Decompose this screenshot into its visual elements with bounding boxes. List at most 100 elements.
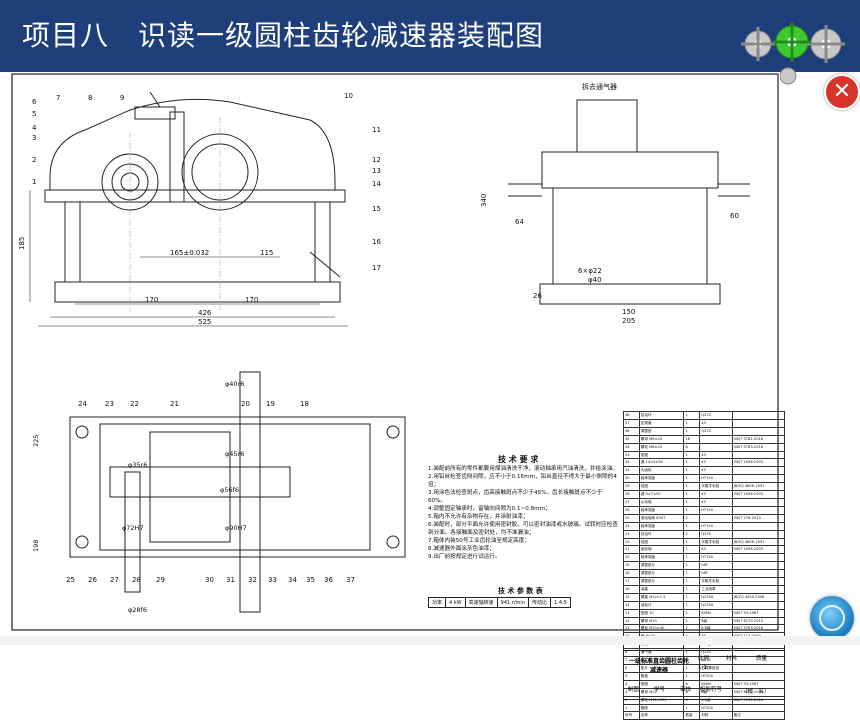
table-cell: HT150 bbox=[699, 505, 733, 515]
table-cell: 13 bbox=[623, 608, 640, 618]
dim-150: 150 bbox=[622, 308, 635, 316]
table-cell: 36 bbox=[623, 426, 640, 436]
table-cell: 45 bbox=[699, 450, 733, 460]
table-cell: 65Mn bbox=[699, 608, 733, 618]
table-cell: 2 bbox=[683, 608, 701, 618]
tech-note: 7.箱体内装50号工业齿轮油至规定高度； bbox=[428, 538, 530, 544]
table-cell: 2 bbox=[683, 513, 701, 523]
weight-label: 质量 bbox=[756, 656, 768, 662]
table-cell: 1 bbox=[683, 584, 701, 594]
tech-notes-title: 技 术 要 求 bbox=[498, 455, 539, 464]
table-cell: Q275 bbox=[699, 426, 733, 436]
table-cell: GB/T 1096-2003 bbox=[731, 545, 786, 555]
table-cell: 键 14×9×50 bbox=[638, 458, 685, 468]
table-cell bbox=[731, 521, 786, 531]
table-cell: GB/T 5783-2016 bbox=[731, 624, 786, 634]
side-view-title: 拆去通气器 bbox=[582, 82, 617, 91]
callout-3: 3 bbox=[32, 134, 36, 142]
table-cell: 34 bbox=[623, 442, 640, 452]
callout-6: 6 bbox=[32, 98, 37, 106]
table-cell bbox=[731, 703, 786, 713]
callout-12: 12 bbox=[372, 156, 381, 164]
table-cell bbox=[699, 442, 733, 452]
table-cell: HT200 bbox=[699, 703, 733, 713]
callout-11: 11 bbox=[372, 126, 381, 134]
table-cell: Q235 bbox=[699, 529, 733, 539]
table-cell: GB/T 1096-2003 bbox=[731, 490, 786, 499]
table-cell: 1 bbox=[683, 703, 701, 713]
table-cell: 垫圈 bbox=[638, 450, 685, 460]
table-cell: 材料 bbox=[699, 711, 733, 720]
gears-icon bbox=[741, 23, 845, 85]
callout-22: 22 bbox=[130, 400, 139, 408]
table-cell: 调整垫片 bbox=[638, 569, 685, 579]
table-cell bbox=[731, 584, 786, 594]
table-cell: 1 bbox=[683, 592, 701, 602]
table-cell: 1 bbox=[683, 450, 701, 460]
assembly-drawing-sheet: 165±0.032 115 170 170 426 525 185 1 2 3 … bbox=[10, 72, 786, 720]
table-cell bbox=[731, 505, 786, 515]
table-cell bbox=[731, 426, 786, 436]
school-name: （校 名） bbox=[742, 689, 770, 695]
table-cell bbox=[731, 569, 786, 579]
table-cell: 26 bbox=[623, 505, 640, 515]
callout-13: 13 bbox=[372, 167, 381, 175]
dim-115: 115 bbox=[260, 249, 273, 257]
table-cell: 半粗羊毛毡 bbox=[699, 537, 733, 547]
table-cell: 31 bbox=[623, 466, 640, 476]
table-cell: HT150 bbox=[699, 474, 733, 484]
table-cell: 序号 bbox=[623, 711, 640, 720]
table-cell: 从动轴 bbox=[638, 497, 685, 507]
play-button[interactable] bbox=[810, 596, 854, 640]
dim-185: 185 bbox=[18, 237, 26, 250]
callout-23: 23 bbox=[105, 400, 114, 408]
callout-4: 4 bbox=[32, 124, 37, 132]
table-cell: 12 bbox=[623, 616, 640, 626]
table-cell: 27 bbox=[623, 497, 640, 507]
dim-170-left: 170 bbox=[145, 296, 158, 304]
close-button[interactable]: ✕ bbox=[824, 74, 860, 110]
tech-note: 2.用铅丝检查齿侧间隙，应不小于0.16mm，铅丝直径不得大于最小侧隙的4倍； bbox=[428, 474, 617, 488]
tech-note: 1.装配前所有的零件都要用煤油清洗干净，滚动轴承用汽油清洗，并给涂油。 bbox=[428, 466, 618, 472]
tech-notes-list: 1.装配前所有的零件都要用煤油清洗干净，滚动轴承用汽油清洗，并给涂油。 2.用铅… bbox=[428, 465, 618, 561]
checked-by-label: 审核 bbox=[680, 687, 692, 693]
table-row: 序号名称数量材料备注 bbox=[623, 711, 786, 720]
table-cell: 16 bbox=[683, 434, 701, 444]
table-row: 功率 4 kW 高速轴转速 941 r/min 传动比 1:4.5 bbox=[427, 597, 571, 608]
tech-note: 8.减速器外面涂灰色油漆； bbox=[428, 546, 495, 552]
table-cell: 1 bbox=[683, 577, 701, 586]
table-cell: 1 bbox=[683, 418, 701, 428]
table-cell: Q275 bbox=[699, 411, 733, 420]
table-cell: 毡圈 bbox=[638, 482, 685, 492]
table-cell: 轴承端盖 bbox=[638, 553, 685, 563]
table-cell: 螺栓 M8×25 bbox=[638, 442, 685, 452]
drawing-name: 一级标准直齿圆柱齿轮减速器 bbox=[628, 658, 689, 674]
tech-params-table: 功率 4 kW 高速轴转速 941 r/min 传动比 1:4.5 bbox=[427, 597, 571, 608]
table-cell bbox=[731, 553, 786, 563]
table-cell: GB/T 6170-2015 bbox=[731, 616, 786, 626]
table-cell: 压紧套 bbox=[638, 418, 685, 428]
callout-31: 31 bbox=[226, 576, 235, 584]
table-cell: 17 bbox=[623, 577, 640, 586]
table-cell: 螺塞 M12×1.5 bbox=[638, 592, 685, 602]
table-cell: 半粗羊毛毡 bbox=[699, 577, 733, 586]
dim-bore-72: φ72H7 bbox=[122, 524, 144, 532]
dim-center-distance: 165±0.032 bbox=[170, 249, 209, 257]
table-cell: 45 bbox=[699, 458, 733, 468]
table-cell: 滚动轴承 6207 bbox=[638, 513, 685, 523]
table-cell: 1 bbox=[623, 703, 640, 713]
tech-params-title: 技 术 参 数 表 bbox=[498, 587, 543, 595]
